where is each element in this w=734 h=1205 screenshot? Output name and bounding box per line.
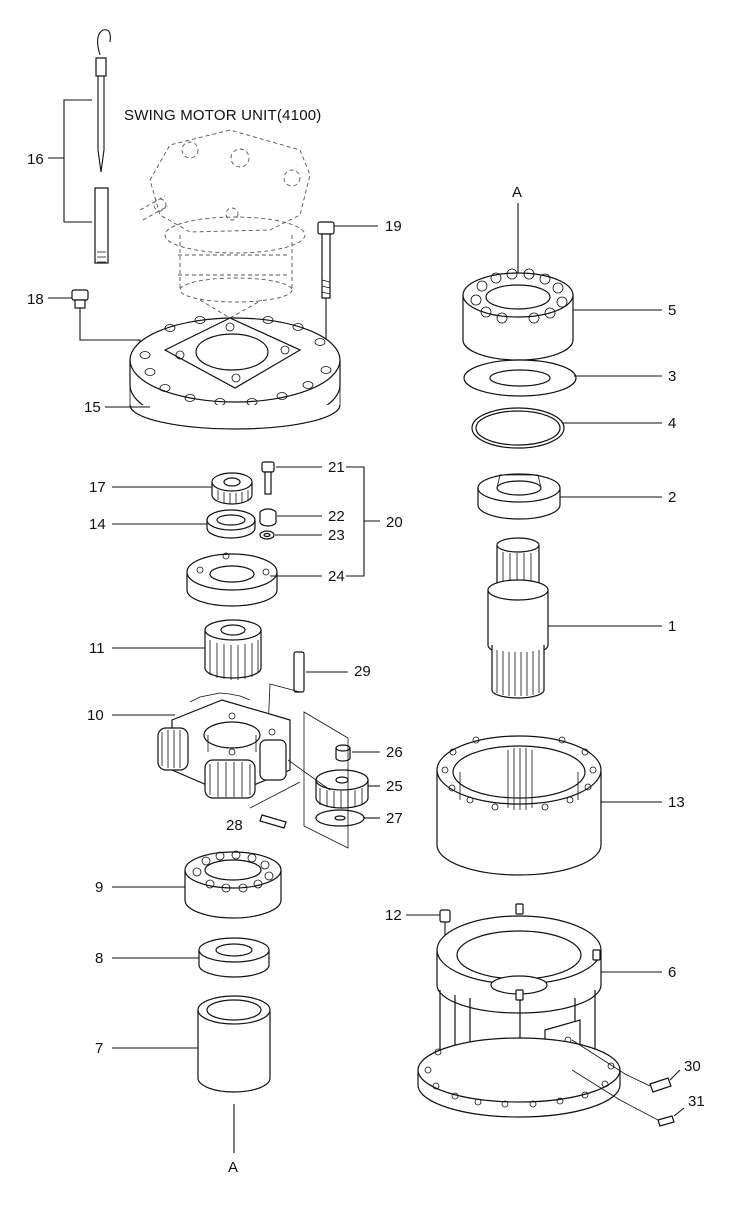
callout-12: 12 bbox=[385, 907, 402, 924]
part-18-plug bbox=[71, 289, 89, 309]
part-16-level-gauge bbox=[94, 29, 111, 264]
callout-9: 9 bbox=[95, 879, 103, 896]
callout-6: 6 bbox=[668, 964, 676, 981]
callout-5: 5 bbox=[668, 302, 676, 319]
callout-7: 7 bbox=[95, 1040, 103, 1057]
part-13-ring-gear bbox=[436, 735, 602, 876]
part-17-sun-gear bbox=[211, 472, 253, 505]
callout-28: 28 bbox=[226, 817, 243, 834]
part-1-drive-shaft bbox=[487, 537, 549, 699]
part-15-flange bbox=[129, 316, 341, 430]
part-28-pin bbox=[259, 814, 287, 829]
callout-17: 17 bbox=[89, 479, 106, 496]
part-19-bolt bbox=[317, 221, 335, 299]
callout-22: 22 bbox=[328, 508, 345, 525]
callout-16: 16 bbox=[27, 151, 44, 168]
part-10-planetary-carrier bbox=[157, 692, 291, 799]
callout-30: 30 bbox=[684, 1058, 701, 1075]
callout-29: 29 bbox=[354, 663, 371, 680]
part-21-socket-bolt bbox=[261, 461, 275, 495]
callout-11: 11 bbox=[89, 640, 105, 657]
part-9-bearing bbox=[184, 850, 282, 919]
part-12-pin bbox=[439, 909, 451, 923]
callout-18: 18 bbox=[27, 291, 44, 308]
part-3-shim bbox=[463, 359, 577, 397]
part-11-sun-gear bbox=[204, 619, 262, 680]
part-31-plug bbox=[657, 1115, 675, 1127]
part-27-thrust-plate bbox=[315, 809, 365, 827]
callout-13: 13 bbox=[668, 794, 685, 811]
callout-3: 3 bbox=[668, 368, 676, 385]
part-5-bearing bbox=[462, 268, 574, 361]
callout-14: 14 bbox=[89, 516, 106, 533]
part-25-planet-gear bbox=[315, 769, 369, 809]
part-14-thrust-washer bbox=[206, 509, 256, 539]
part-4-snap-ring bbox=[471, 407, 565, 449]
callout-4: 4 bbox=[668, 415, 676, 432]
part-26-needle-bearing bbox=[335, 744, 351, 762]
swing-motor-unit-ghost bbox=[139, 129, 311, 319]
part-30-plug bbox=[649, 1077, 672, 1093]
callout-19: 19 bbox=[385, 218, 402, 235]
callout-26: 26 bbox=[386, 744, 403, 761]
callout-27: 27 bbox=[386, 810, 403, 827]
callout-1: 1 bbox=[668, 618, 676, 635]
callout-21: 21 bbox=[328, 459, 345, 476]
section-marker-a-bottom: A bbox=[228, 1159, 238, 1176]
callout-20: 20 bbox=[386, 514, 403, 531]
callout-10: 10 bbox=[87, 707, 104, 724]
part-6-casing bbox=[417, 903, 621, 1118]
part-2-oil-seal bbox=[477, 473, 561, 520]
section-marker-a-top: A bbox=[512, 184, 522, 201]
part-22-nut bbox=[259, 508, 277, 527]
part-29-pin bbox=[293, 651, 305, 693]
part-7-sleeve bbox=[197, 995, 271, 1093]
callout-23: 23 bbox=[328, 527, 345, 544]
callout-31: 31 bbox=[688, 1093, 705, 1110]
part-24-carrier-plate bbox=[186, 552, 278, 607]
part-23-washer bbox=[259, 530, 275, 540]
callout-24: 24 bbox=[328, 568, 345, 585]
part-8-collar bbox=[198, 937, 270, 978]
callout-25: 25 bbox=[386, 778, 403, 795]
callout-8: 8 bbox=[95, 950, 103, 967]
diagram-title: SWING MOTOR UNIT(4100) bbox=[124, 107, 321, 124]
callout-15: 15 bbox=[84, 399, 101, 416]
callout-2: 2 bbox=[668, 489, 676, 506]
